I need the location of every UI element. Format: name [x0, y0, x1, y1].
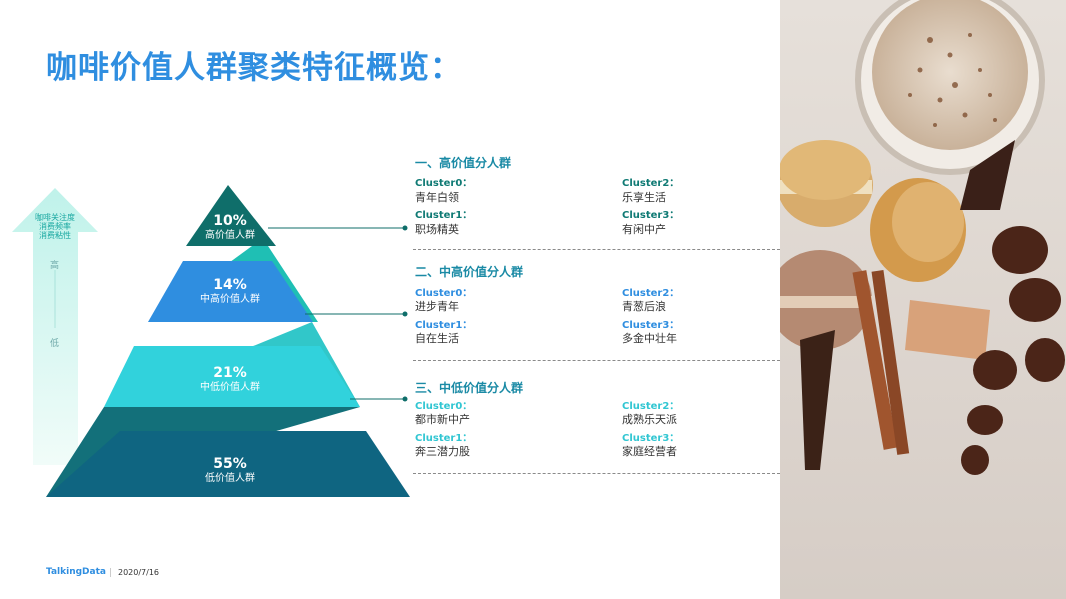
cluster-value: 青葱后浪 [622, 300, 666, 313]
value-axis-arrow [12, 188, 98, 465]
cluster-value: 多金中壮年 [622, 332, 677, 345]
divider [413, 473, 780, 474]
group-2-title: 二、中高价值分人群 [415, 265, 524, 279]
cluster-value: 家庭经营者 [622, 445, 677, 458]
tier-name: 高价值人群 [205, 230, 255, 241]
axis-high-label: 高 [50, 261, 60, 271]
cluster-value: 乐享生活 [622, 191, 666, 204]
footer-separator [110, 568, 111, 577]
pyramid-tier-2 [148, 261, 313, 322]
value-pyramid [46, 185, 410, 497]
cluster-label: Cluster0： [415, 288, 473, 299]
axis-label: 咖啡关注度 消费频率 消费粘性 [35, 213, 75, 240]
cluster-value: 青年白领 [415, 191, 459, 204]
connector-dot [402, 311, 408, 317]
cluster-label: Cluster3： [622, 320, 680, 331]
cluster-value: 奔三潜力股 [415, 445, 470, 458]
group-3-title: 三、中低价值分人群 [415, 381, 524, 395]
cluster-label: Cluster1： [415, 320, 473, 331]
tier-4-text: 55% 低价值人群 [170, 456, 290, 485]
tier-percent: 10% [213, 213, 247, 229]
cluster-label: Cluster3： [622, 210, 680, 221]
connector-dot [402, 225, 408, 231]
axis-low-label: 低 [50, 339, 60, 349]
tier-name: 低价值人群 [205, 473, 255, 484]
cluster-label: Cluster0： [415, 178, 473, 189]
cluster-label: Cluster2： [622, 401, 680, 412]
pyramid-tier-1 [186, 185, 276, 246]
footer-date: 2020/7/16 [118, 568, 160, 577]
group-1-title: 一、高价值分人群 [415, 156, 512, 170]
cluster-value: 成熟乐天派 [622, 413, 677, 426]
divider [413, 249, 780, 250]
pyramid-tier-3 [104, 346, 360, 407]
cluster-label: Cluster1： [415, 433, 473, 444]
cluster-value: 都市新中产 [415, 413, 470, 426]
tier-name: 中高价值人群 [200, 294, 260, 305]
divider [413, 360, 780, 361]
tier-1-text: 10% 高价值人群 [170, 213, 290, 242]
pyramid-tier-4 [46, 431, 410, 497]
coffee-macaron-photo [780, 0, 1066, 599]
tier-percent: 14% [213, 277, 247, 293]
cluster-label: Cluster2： [622, 288, 680, 299]
cluster-label: Cluster3： [622, 433, 680, 444]
tier-percent: 21% [213, 365, 247, 381]
tier-3-text: 21% 中低价值人群 [170, 365, 290, 394]
cluster-value: 进步青年 [415, 300, 459, 313]
tier-2-text: 14% 中高价值人群 [170, 277, 290, 306]
tier-name: 中低价值人群 [200, 382, 260, 393]
cluster-value: 自在生活 [415, 332, 459, 345]
brand-logo: TalkingData [46, 567, 106, 577]
cluster-label: Cluster2： [622, 178, 680, 189]
connector-dot [402, 396, 408, 402]
cluster-label: Cluster1： [415, 210, 473, 221]
page-title: 咖啡价值人群聚类特征概览： [46, 50, 462, 86]
cluster-label: Cluster0： [415, 401, 473, 412]
tier-percent: 55% [213, 456, 247, 472]
cluster-value: 有闲中产 [622, 223, 666, 236]
cluster-value: 职场精英 [415, 223, 459, 236]
